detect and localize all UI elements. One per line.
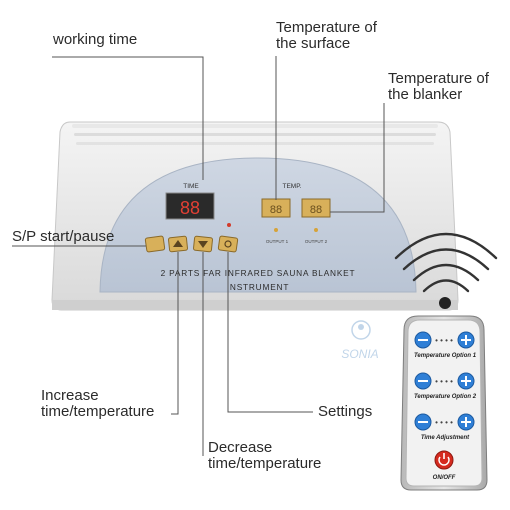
decrease-button[interactable] — [193, 235, 213, 253]
output2-label: OUTPUT 2 — [305, 239, 328, 244]
minus-icon — [418, 339, 428, 341]
increase-button[interactable] — [168, 235, 188, 253]
temp-display-1: 88 — [261, 198, 291, 218]
svg-text:88: 88 — [270, 204, 282, 216]
brand-logo: SONIA — [341, 320, 379, 361]
callout-decrease-1: Decrease — [208, 439, 273, 456]
remote-option1-label: Temperature Option 1 — [414, 353, 477, 359]
ir-signal-icon — [394, 232, 498, 293]
callout-temp-blanket-1: Temperature of — [388, 70, 489, 87]
remote-time-plus-button[interactable] — [457, 413, 475, 431]
remote-power-button[interactable] — [434, 450, 454, 470]
svg-text:• • • •: • • • • — [435, 418, 453, 427]
callout-decrease-2: time/temperature — [208, 455, 322, 472]
output1-led-icon — [274, 228, 278, 232]
remote-dots: • • • • — [435, 336, 453, 345]
ir-emitter-icon — [439, 297, 451, 309]
remote-control — [400, 315, 488, 491]
callout-temp-surface-2: the surface — [276, 35, 351, 52]
remote-option2-label: Temperature Option 2 — [414, 394, 477, 400]
power-icon — [438, 456, 450, 466]
svg-text:• • • •: • • • • — [435, 377, 453, 386]
svg-text:SONIA: SONIA — [341, 347, 378, 361]
time-display-digits: 88 — [180, 198, 200, 218]
callout-settings: Settings — [318, 403, 373, 420]
leader-lines — [12, 56, 385, 456]
callout-sp: S/P start/pause — [12, 228, 115, 245]
temp-display-2: 88 — [301, 198, 331, 218]
output2-led-icon — [314, 228, 318, 232]
callout-working-time: working time — [53, 31, 138, 48]
remote-option2-minus-button[interactable] — [414, 372, 432, 390]
settings-icon — [224, 240, 232, 248]
control-panel — [99, 157, 417, 293]
callout-temp-blanket-2: the blanker — [388, 86, 463, 103]
remote-option2-plus-button[interactable] — [457, 372, 475, 390]
device-title-line2: INSTRUMENT — [227, 282, 289, 292]
time-display: 88 — [165, 192, 215, 220]
up-arrow-icon — [173, 240, 183, 247]
down-arrow-icon — [198, 241, 208, 248]
time-label: TIME — [183, 183, 199, 190]
temp-label: TEMP. — [282, 183, 301, 190]
plus-icon — [465, 335, 467, 345]
callout-temp-surface-1: Temperature of — [276, 19, 377, 36]
settings-button[interactable] — [217, 235, 239, 253]
device-title-line1: 2 PARTS FAR INFRARED SAUNA BLANKET — [161, 268, 356, 278]
remote-time-label: Time Adjustment — [421, 435, 470, 441]
remote-time-minus-button[interactable] — [414, 413, 432, 431]
callout-increase-1: Increase — [41, 387, 99, 404]
callout-increase-2: time/temperature — [41, 403, 155, 420]
remote-option1-plus-button[interactable] — [457, 331, 475, 349]
sp-button[interactable] — [144, 235, 166, 253]
remote-option1-minus-button[interactable] — [414, 331, 432, 349]
settings-led-icon — [227, 223, 231, 227]
output1-label: OUTPUT 1 — [266, 239, 289, 244]
remote-onoff-label: ON/OFF — [433, 475, 456, 481]
svg-text:88: 88 — [310, 204, 322, 216]
